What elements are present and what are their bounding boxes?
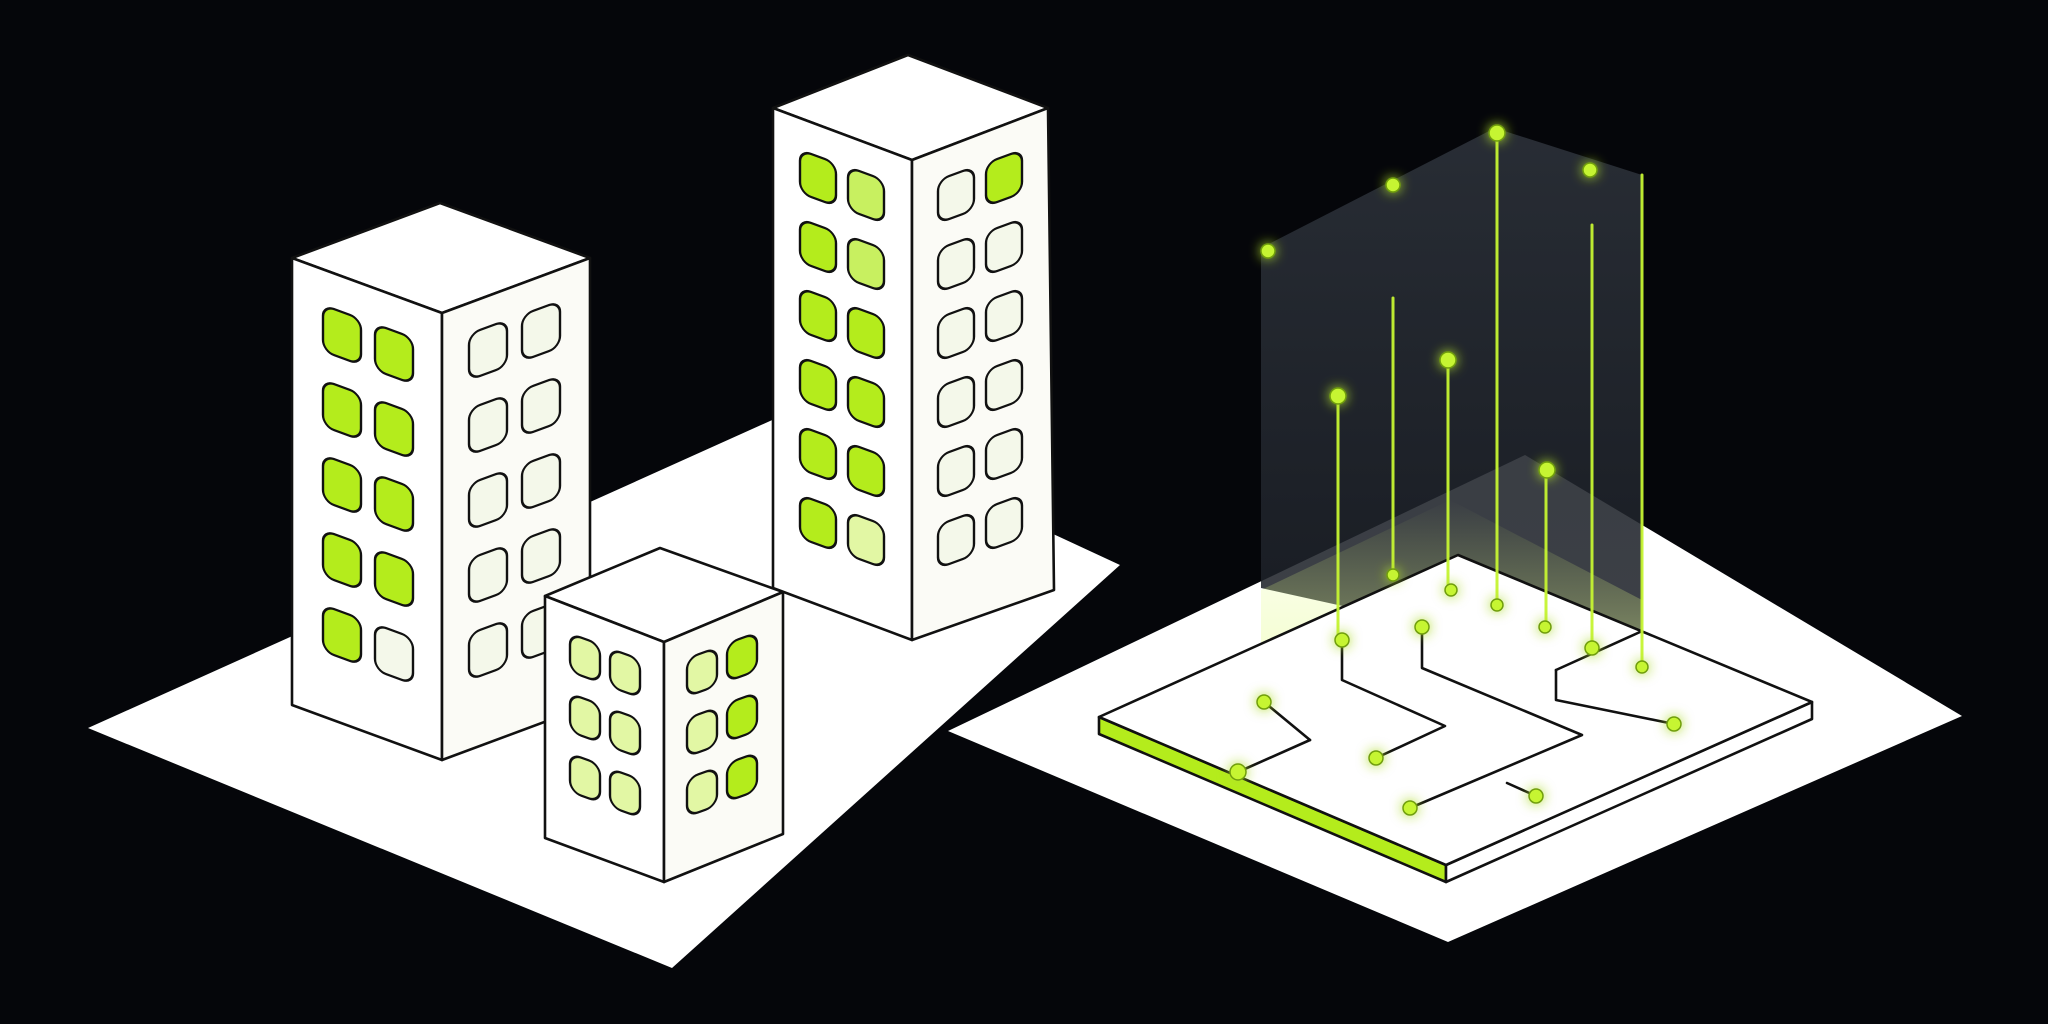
light-pillars: [1336, 133, 1644, 669]
window: [520, 528, 562, 584]
window: [798, 427, 838, 481]
window: [608, 650, 642, 696]
tall-tower-front-face: [771, 106, 914, 642]
window: [373, 551, 415, 607]
glowing-node: [1329, 387, 1347, 405]
window: [321, 532, 363, 588]
window: [846, 306, 886, 360]
window: [321, 382, 363, 438]
window: [798, 358, 838, 412]
window: [846, 237, 886, 291]
window: [936, 168, 976, 222]
window: [568, 755, 602, 801]
left-tower-front-face: [290, 256, 444, 762]
window: [467, 622, 509, 678]
glowing-node: [1402, 800, 1418, 816]
window: [321, 607, 363, 663]
window: [520, 453, 562, 509]
window: [798, 151, 838, 205]
glowing-node: [1260, 243, 1276, 259]
left-tower-windows: [321, 303, 562, 682]
glowing-node: [1582, 162, 1598, 178]
window: [984, 427, 1024, 481]
window: [608, 710, 642, 756]
window: [984, 289, 1024, 343]
glowing-node: [1666, 716, 1682, 732]
glowing-node: [1635, 660, 1649, 674]
window: [568, 635, 602, 681]
window: [984, 358, 1024, 412]
window: [798, 289, 838, 343]
window: [568, 695, 602, 741]
window: [467, 547, 509, 603]
window: [725, 634, 759, 680]
window: [685, 649, 719, 695]
window: [520, 303, 562, 359]
circuit-traces: [1236, 625, 1676, 810]
window: [608, 770, 642, 816]
glowing-node: [1584, 640, 1600, 656]
glowing-node: [1229, 763, 1247, 781]
window: [984, 151, 1024, 205]
glowing-nodes: [1229, 124, 1682, 816]
window: [373, 476, 415, 532]
window: [984, 220, 1024, 274]
window: [798, 496, 838, 550]
tall-tower-windows: [798, 151, 1024, 567]
window: [725, 754, 759, 800]
circuit-board: [1097, 553, 1814, 884]
glowing-node: [1538, 461, 1556, 479]
small-block-side-face: [662, 590, 785, 884]
window: [685, 709, 719, 755]
window: [936, 306, 976, 360]
glowing-node: [1256, 694, 1272, 710]
small-block: [543, 546, 785, 884]
small-block-windows: [568, 634, 759, 816]
glowing-node: [1488, 124, 1506, 142]
window: [321, 457, 363, 513]
glowing-node: [1334, 632, 1350, 648]
window: [373, 326, 415, 382]
window: [467, 472, 509, 528]
window: [373, 626, 415, 682]
window: [798, 220, 838, 274]
window: [936, 375, 976, 429]
window: [846, 513, 886, 567]
window: [467, 322, 509, 378]
window: [936, 513, 976, 567]
window: [373, 401, 415, 457]
window: [846, 444, 886, 498]
tall-tower: [771, 53, 1056, 642]
glowing-node: [1414, 619, 1430, 635]
glowing-node: [1385, 177, 1401, 193]
glowing-node: [1368, 750, 1384, 766]
window: [467, 397, 509, 453]
glowing-node: [1439, 351, 1457, 369]
window: [725, 694, 759, 740]
tall-tower-side-face: [910, 106, 1056, 642]
window: [685, 769, 719, 815]
window: [936, 444, 976, 498]
glowing-node: [1386, 568, 1400, 582]
glowing-node: [1444, 583, 1458, 597]
window: [846, 168, 886, 222]
window: [984, 496, 1024, 550]
window: [936, 237, 976, 291]
window: [321, 307, 363, 363]
window: [520, 378, 562, 434]
window: [846, 375, 886, 429]
glowing-node: [1528, 788, 1544, 804]
glowing-node: [1490, 598, 1504, 612]
small-block-front-face: [543, 594, 666, 884]
glowing-node: [1538, 620, 1552, 634]
